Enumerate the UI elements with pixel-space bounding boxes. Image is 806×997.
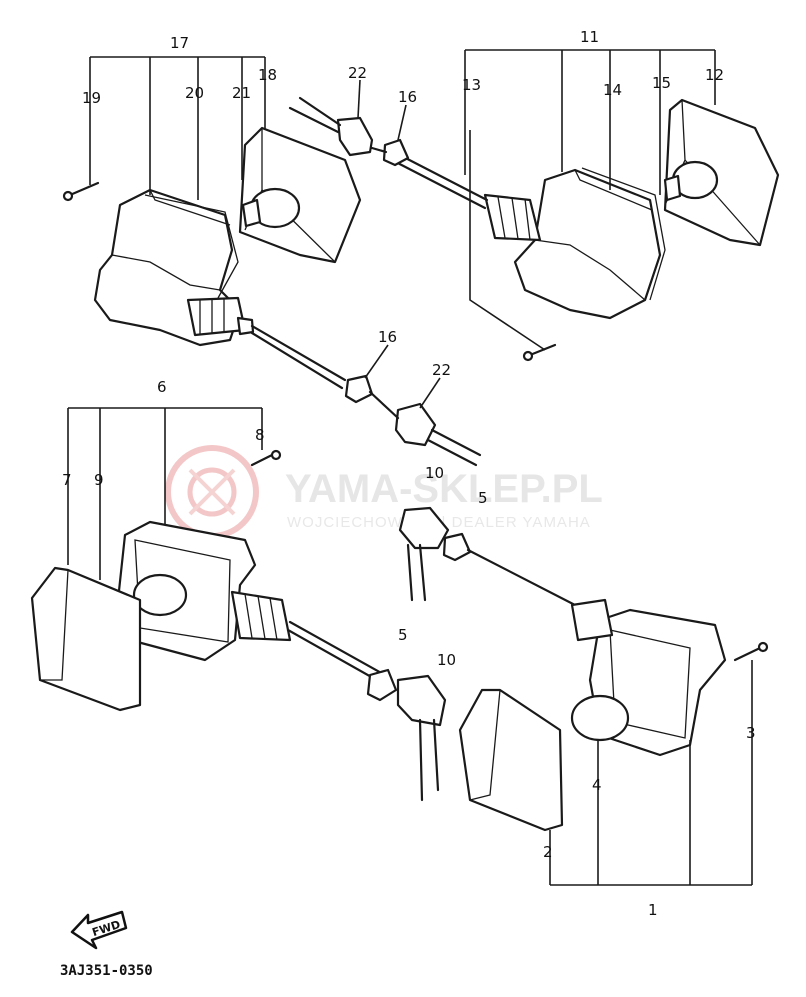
callout-5-lower: 5 [398,626,408,644]
assembly-lower-right [458,598,769,832]
callout-19: 19 [82,89,101,107]
callout-8: 8 [255,426,265,444]
callout-13: 13 [462,76,481,94]
callout-6: 6 [157,378,167,396]
diagram-code: 3AJ351-0350 [60,963,153,979]
assembly-upper-left [62,126,362,390]
callout-10-upper: 10 [425,464,444,482]
callout-20: 20 [185,84,204,102]
connector-lower [366,506,577,802]
callout-4: 4 [592,776,602,794]
callout-14: 14 [603,81,622,99]
assembly-upper-right [386,98,780,362]
callout-12: 12 [705,66,724,84]
callout-18: 18 [258,66,277,84]
callout-22-upper: 22 [348,64,367,82]
connector-upper [288,96,410,167]
callout-21: 21 [232,84,251,102]
leader-lines [67,49,753,886]
watermark: YAMA-SKLEP.PL WOJCIECHOWSCY | DEALER YAM… [165,445,603,539]
callout-11: 11 [580,28,599,46]
callout-9: 9 [94,471,104,489]
callout-10-lower: 10 [437,651,456,669]
callout-numbers: 17 19 20 21 18 22 16 11 13 14 15 12 16 2… [62,28,756,919]
forward-arrow-icon: FWD [70,910,128,950]
assembly-lower-left [30,449,387,712]
callout-16-upper: 16 [398,88,417,106]
callout-1: 1 [648,901,658,919]
callout-3: 3 [746,724,756,742]
callout-2: 2 [543,843,553,861]
callout-22-lower: 22 [432,361,451,379]
callout-7: 7 [62,471,72,489]
callout-17: 17 [170,34,189,52]
connector-mid [344,374,482,467]
callout-5-upper: 5 [478,489,488,507]
callout-16-lower: 16 [378,328,397,346]
watermark-title: YAMA-SKLEP.PL [285,467,603,511]
callout-15: 15 [652,74,671,92]
